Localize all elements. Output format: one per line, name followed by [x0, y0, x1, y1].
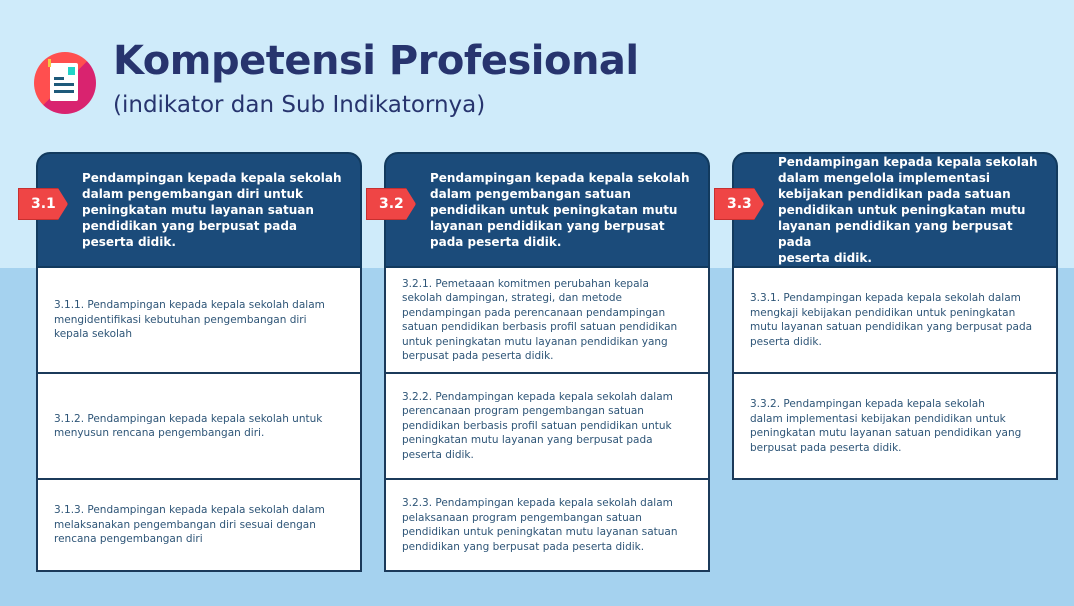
page-subtitle: (indikator dan Sub Indikatornya) — [113, 92, 486, 118]
sub-indicator: 3.2.3. Pendampingan kepada kepala sekola… — [384, 480, 710, 572]
indicator-column-3-3: Pendampingan kepada kepala sekolah dalam… — [714, 152, 1058, 480]
indicator-heading: Pendampingan kepada kepala sekolah dalam… — [732, 152, 1058, 268]
sub-indicator: 3.3.1. Pendampingan kepada kepala sekola… — [732, 268, 1058, 374]
indicator-heading: Pendampingan kepada kepala sekolah dalam… — [384, 152, 710, 268]
indicator-badge: 3.3 — [714, 188, 764, 220]
indicator-badge: 3.2 — [366, 188, 416, 220]
indicator-heading: Pendampingan kepada kepala sekolah dalam… — [36, 152, 362, 268]
page-title: Kompetensi Profesional — [113, 38, 639, 84]
indicator-column-3-1: Pendampingan kepada kepala sekolah dalam… — [18, 152, 362, 572]
sub-indicator: 3.2.1. Pemetaaan komitmen perubahan kepa… — [384, 268, 710, 374]
sub-indicator: 3.1.3. Pendampingan kepada kepala sekola… — [36, 480, 362, 572]
sub-indicator: 3.3.2. Pendampingan kepada kepala sekola… — [732, 374, 1058, 480]
document-icon — [34, 52, 96, 114]
indicator-badge: 3.1 — [18, 188, 68, 220]
indicator-column-3-2: Pendampingan kepada kepala sekolah dalam… — [366, 152, 710, 572]
sub-indicator: 3.1.2. Pendampingan kepada kepala sekola… — [36, 374, 362, 480]
sub-indicator: 3.2.2. Pendampingan kepada kepala sekola… — [384, 374, 710, 480]
sub-indicator: 3.1.1. Pendampingan kepada kepala sekola… — [36, 268, 362, 374]
